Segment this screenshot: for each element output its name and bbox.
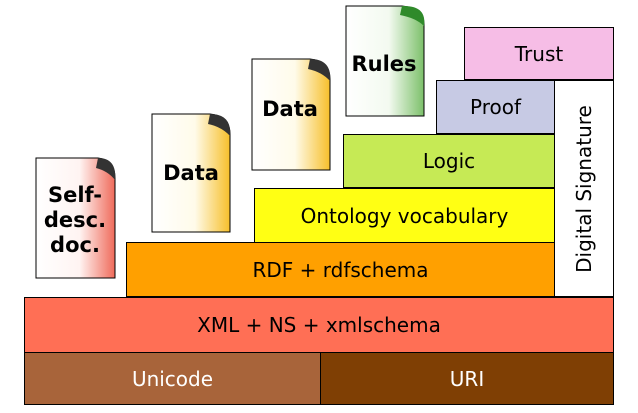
- ontology-layer-label: Ontology vocabulary: [300, 203, 509, 228]
- rules-doc-icon: [345, 5, 425, 117]
- proof-layer-label: Proof: [469, 95, 521, 119]
- digital-signature-layer: Digital Signature: [554, 80, 614, 297]
- self-desc-line-2: desc.: [43, 208, 107, 233]
- self-desc-line-1: Self-: [47, 183, 103, 207]
- uri-layer-label: URI: [449, 366, 485, 391]
- data-doc-icon-1: [151, 113, 231, 233]
- data-doc-label-2: Data: [262, 97, 318, 121]
- proof-layer: Proof: [436, 80, 555, 134]
- logic-layer-label: Logic: [422, 149, 476, 173]
- logic-layer: Logic: [343, 134, 555, 188]
- rdf-layer-label: RDF + rdfschema: [252, 257, 429, 282]
- trust-layer: Trust: [464, 27, 614, 80]
- self-desc-doc-label: Self- desc. doc.: [40, 183, 110, 259]
- rdf-rdfschema-layer: RDF + rdfschema: [126, 242, 555, 297]
- data-doc-icon-2: [251, 58, 331, 171]
- ontology-vocabulary-layer: Ontology vocabulary: [254, 188, 555, 243]
- trust-layer-label: Trust: [514, 41, 564, 66]
- rules-doc-label: Rules: [351, 52, 417, 76]
- data-doc-label-1: Data: [163, 161, 219, 185]
- self-desc-line-3: doc.: [50, 233, 100, 258]
- unicode-layer: Unicode: [24, 352, 321, 405]
- unicode-layer-label: Unicode: [131, 366, 214, 391]
- uri-layer: URI: [320, 352, 614, 405]
- self-desc-doc-icon: [35, 157, 116, 279]
- xml-ns-xmlschema-layer: XML + NS + xmlschema: [24, 297, 614, 353]
- digital-signature-label: Digital Signature: [572, 104, 596, 273]
- xml-layer-label: XML + NS + xmlschema: [197, 313, 441, 337]
